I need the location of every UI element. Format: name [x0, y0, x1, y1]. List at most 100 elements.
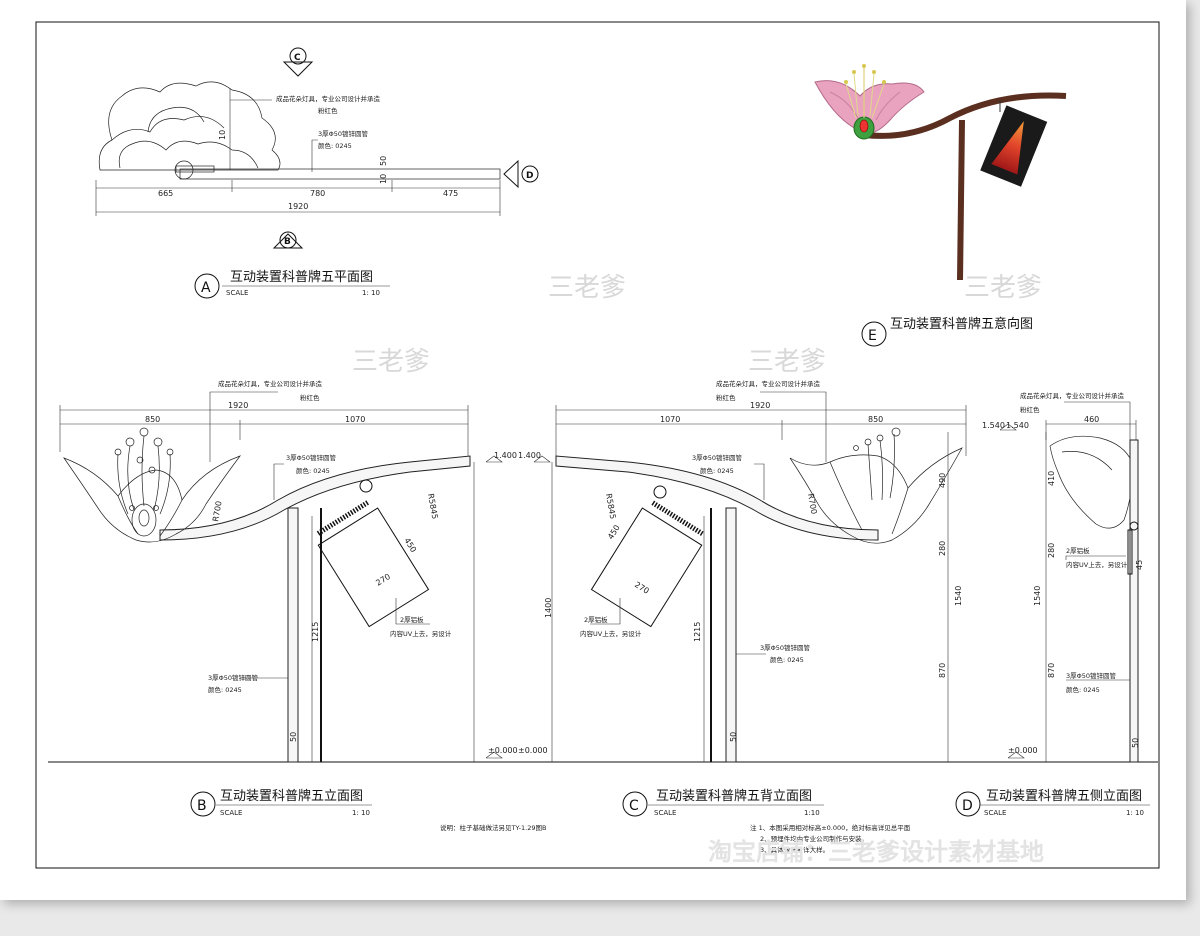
perspective-title: 互动装置科普牌五意向图 [890, 316, 1033, 332]
front-elevation: 850 1920 1070 成品花朵灯具，专业公司设计并承造 粉红色 3厚Φ50… [59, 379, 553, 832]
watermark-1: 三老爹 [548, 273, 626, 303]
plan-dim-10a: 10 [379, 174, 388, 184]
back-dim-450: 450 [606, 523, 622, 541]
back-post-edge [710, 508, 712, 762]
cad-drawing: 10 10 50 成品花朵灯具，专业公司设计并承造 粉红色 3厚Φ50镀锌圆管 … [35, 21, 1160, 869]
plan-scale-value: 1: 10 [362, 289, 380, 297]
svg-text:D: D [526, 171, 533, 181]
plan-pipe [179, 168, 501, 180]
front-scale-value: 1: 10 [352, 809, 370, 817]
side-scale-label: SCALE [984, 809, 1006, 817]
back-note-2: 2、预埋件均由专业公司制作与安装。 [760, 834, 868, 843]
perspective-flower [814, 64, 925, 140]
back-note-board: 2厚铝板 [584, 615, 608, 624]
front-dim-850: 850 [145, 415, 160, 424]
front-level-mark-top [485, 455, 503, 463]
side-note-pipe: 3厚Φ50镀锌圆管 [1066, 671, 1117, 680]
watermark-4: 三老爹 [964, 273, 1042, 303]
perspective-sign-board [980, 105, 1048, 187]
side-board-leader [1065, 555, 1126, 560]
front-note-board-print: 内容UV上去，另设计 [390, 629, 452, 638]
section-marker-d: D [503, 159, 539, 189]
front-pipe-leader [273, 463, 284, 500]
back-dim-280: 280 [938, 541, 947, 556]
front-dim-r700: R700 [211, 500, 223, 522]
side-dim-410: 410 [1047, 471, 1056, 486]
front-note-pipe-left-color: 颜色: 0245 [208, 685, 242, 694]
front-hook [359, 479, 373, 493]
front-sign-board [316, 499, 430, 628]
side-note-color: 粉红色 [1020, 405, 1040, 414]
back-note-3: 3、具体做法另详大样。 [760, 845, 829, 854]
back-note-pipe-top-color: 颜色: 0245 [700, 466, 734, 475]
front-dim-1400: 1400 [544, 598, 553, 618]
back-note-pipe-right-color: 颜色: 0245 [770, 655, 804, 664]
side-dim-45: 45 [1135, 560, 1144, 570]
plan-dim-780: 780 [310, 189, 325, 198]
back-dim-490: 490 [938, 473, 947, 488]
perspective-pole [957, 119, 965, 281]
side-note-leader [1064, 401, 1131, 440]
side-dim-870: 870 [1047, 663, 1056, 678]
plan-pipe-leader [311, 139, 318, 172]
side-flower [1049, 435, 1133, 529]
back-dim-850: 850 [868, 415, 883, 424]
back-level-mark-top [533, 455, 551, 463]
back-note-1: 注 1、本图采用相对标高±0.000，绝对标高详见总平面 [750, 823, 911, 832]
back-arm-pipe [555, 455, 879, 541]
side-scale-value: 1: 10 [1126, 809, 1144, 817]
front-dim-1070: 1070 [345, 415, 365, 424]
side-dim-460: 460 [1084, 415, 1099, 424]
front-dim-1920: 1920 [228, 401, 248, 410]
side-elevation: 460 成品花朵灯具，专业公司设计并承造 粉红色 410 280 1540 87… [955, 391, 1150, 817]
front-level-top: 1.400 [494, 451, 517, 460]
side-post [1129, 439, 1139, 763]
section-marker-c: C [282, 47, 314, 77]
back-dim-1920: 1920 [750, 401, 770, 410]
back-dim-1215: 1215 [693, 622, 702, 642]
plan-title: 互动装置科普牌五平面图 [230, 269, 373, 285]
side-level-top: 1.540 [1006, 421, 1029, 430]
side-note-board: 2厚铝板 [1066, 546, 1090, 555]
plan-dim-460: 10 [218, 130, 227, 140]
front-post [287, 507, 299, 763]
side-dim-50: 50 [1131, 738, 1140, 748]
front-board-leader [395, 598, 430, 625]
back-note-light: 成品花朵灯具，专业公司设计并承造 [716, 379, 821, 388]
front-scale-label: SCALE [220, 809, 242, 817]
side-note-board-print: 内容UV上去，另设计 [1066, 560, 1128, 569]
plan-letter-circle [194, 273, 220, 299]
front-title: 互动装置科普牌五立面图 [220, 788, 363, 804]
side-letter: D [962, 798, 973, 814]
back-scale-value: 1:10 [804, 809, 820, 817]
back-dim-50: 50 [729, 732, 738, 742]
back-post [725, 507, 737, 763]
side-joint [1129, 521, 1139, 531]
side-dim-280: 280 [1047, 543, 1056, 558]
back-dim-1070: 1070 [660, 415, 680, 424]
back-scale-label: SCALE [654, 809, 676, 817]
back-board-leader [590, 598, 621, 625]
front-note-light: 成品花朵灯具，专业公司设计并承造 [218, 379, 323, 388]
back-hook [653, 485, 667, 499]
plan-flower-outline [98, 81, 281, 171]
perspective-letter: E [868, 328, 877, 344]
front-dim-r5845: R5845 [426, 493, 439, 520]
back-letter: C [629, 798, 639, 814]
back-level-bottom: ±0.000 [518, 746, 548, 755]
perspective-letter-circle [861, 321, 887, 347]
back-note-leader [760, 391, 827, 462]
front-dim-270: 270 [374, 572, 392, 588]
front-level-mark-bottom [485, 751, 503, 759]
front-dim-1215: 1215 [311, 622, 320, 642]
back-letter-circle [622, 791, 648, 817]
side-level-mark-bottom [1007, 751, 1025, 759]
plan-view: 10 10 50 成品花朵灯具，专业公司设计并承造 粉红色 3厚Φ50镀锌圆管 … [95, 47, 539, 299]
plan-dim-665: 665 [158, 189, 173, 198]
plan-flower-petal-1 [111, 116, 225, 141]
side-note-pipe-color: 颜色: 0245 [1066, 685, 1100, 694]
front-footnote: 说明：柱子基础做法另见TY-1.29图B [440, 823, 546, 832]
back-dim-r5845: R5845 [604, 493, 617, 520]
side-title: 互动装置科普牌五侧立面图 [986, 788, 1142, 804]
back-note-board-print: 内容UV上去，另设计 [580, 629, 642, 638]
